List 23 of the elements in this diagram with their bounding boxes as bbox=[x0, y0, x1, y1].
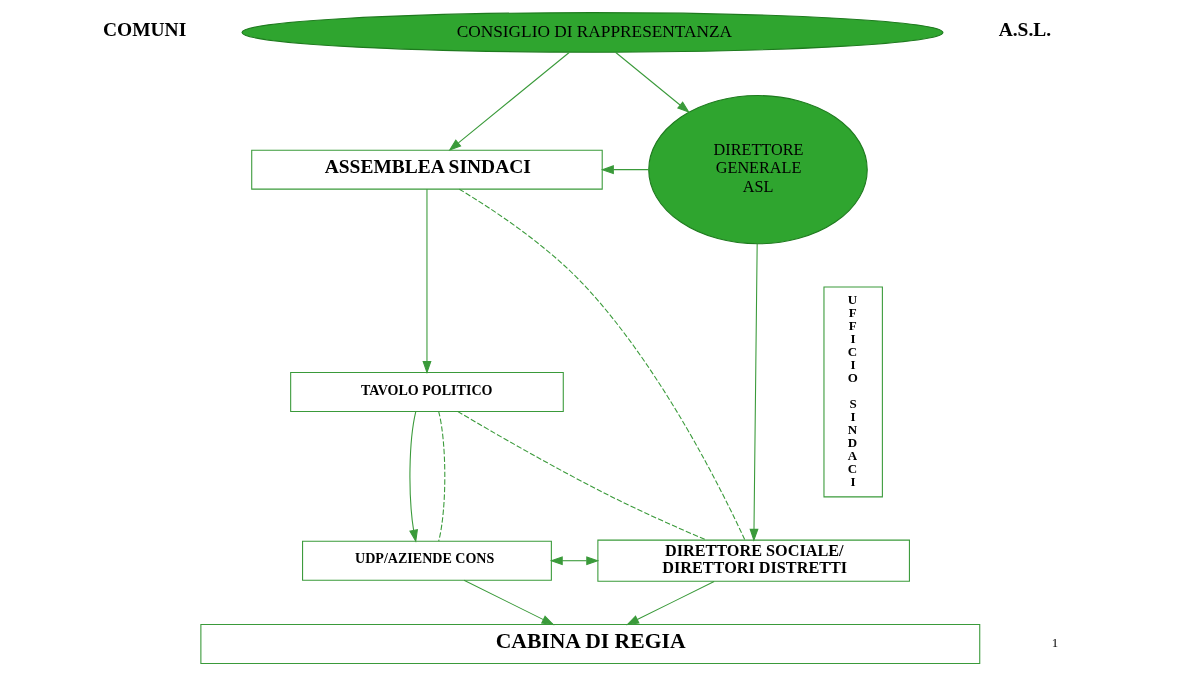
arrow bbox=[614, 51, 690, 114]
label: A.S.L. bbox=[998, 19, 1051, 41]
node-box: ASSEMBLEA SINDACI bbox=[250, 149, 603, 190]
arrow bbox=[408, 410, 418, 543]
connector bbox=[437, 410, 445, 542]
connector bbox=[458, 188, 745, 541]
node-box: DIRETTORE SOCIALE/ DIRETTORI DISTRETTI bbox=[596, 539, 910, 582]
node-box: UFFICIO SINDACI bbox=[822, 286, 883, 498]
arrow bbox=[625, 580, 715, 626]
node-ellipse: CONSIGLIO DI RAPPRESENTANZA bbox=[240, 12, 943, 53]
node-box: TAVOLO POLITICO bbox=[289, 371, 564, 412]
label: 1 bbox=[1051, 635, 1058, 651]
node-box: UDP/AZIENDE CONS bbox=[301, 540, 552, 581]
arrow bbox=[421, 188, 431, 374]
arrow bbox=[549, 556, 599, 566]
node-ellipse: DIRETTORE GENERALE ASL bbox=[647, 95, 868, 245]
label: COMUNI bbox=[102, 19, 186, 41]
connector bbox=[456, 411, 707, 541]
arrow bbox=[448, 51, 570, 151]
arrow bbox=[600, 165, 649, 175]
node-box: CABINA DI REGIA bbox=[199, 624, 980, 664]
arrow bbox=[748, 243, 759, 542]
arrow bbox=[463, 579, 555, 626]
